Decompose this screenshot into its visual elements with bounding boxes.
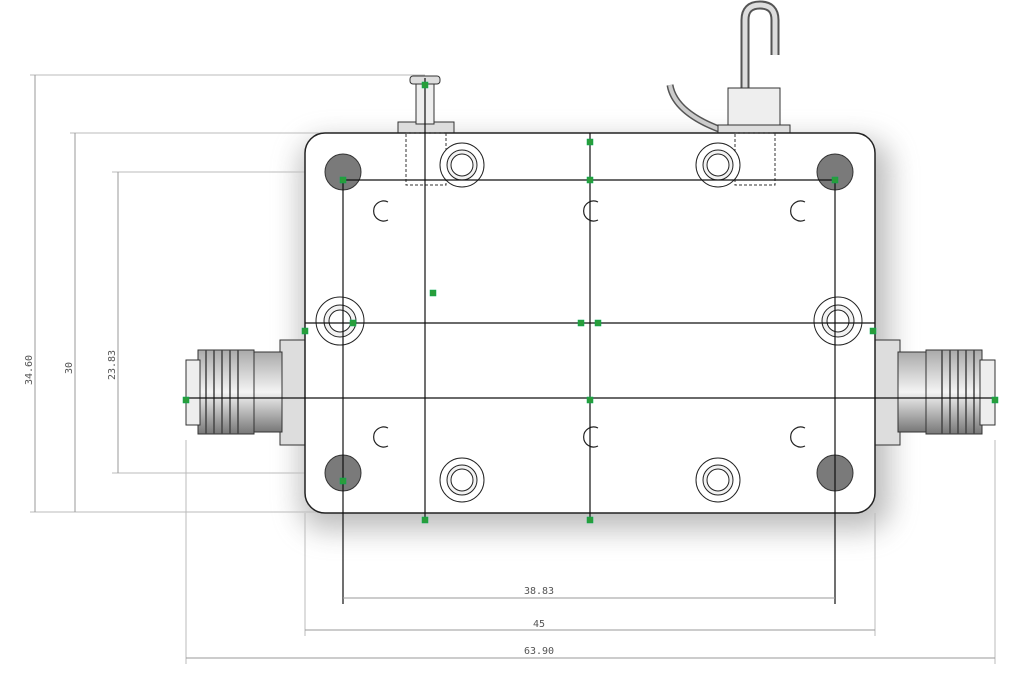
dim-overall-height[interactable]: 34.60 [24,355,35,385]
dim-hole-spacing-vertical[interactable]: 23.83 [107,350,118,380]
dim-overall-width[interactable]: 63.90 [524,646,554,657]
ground-hook [666,0,791,137]
dimension-lines [34,75,995,659]
dim-body-width[interactable]: 45 [533,619,545,630]
right-sma-connector [871,339,996,446]
left-sma-connector [185,339,309,446]
mounting-holes [324,153,854,492]
screw-holes [315,142,863,503]
dim-body-height[interactable]: 30 [64,362,75,374]
sketch-point-markers [182,81,999,524]
dim-hole-spacing-horizontal[interactable]: 38.83 [524,586,554,597]
tapped-holes [373,200,806,448]
